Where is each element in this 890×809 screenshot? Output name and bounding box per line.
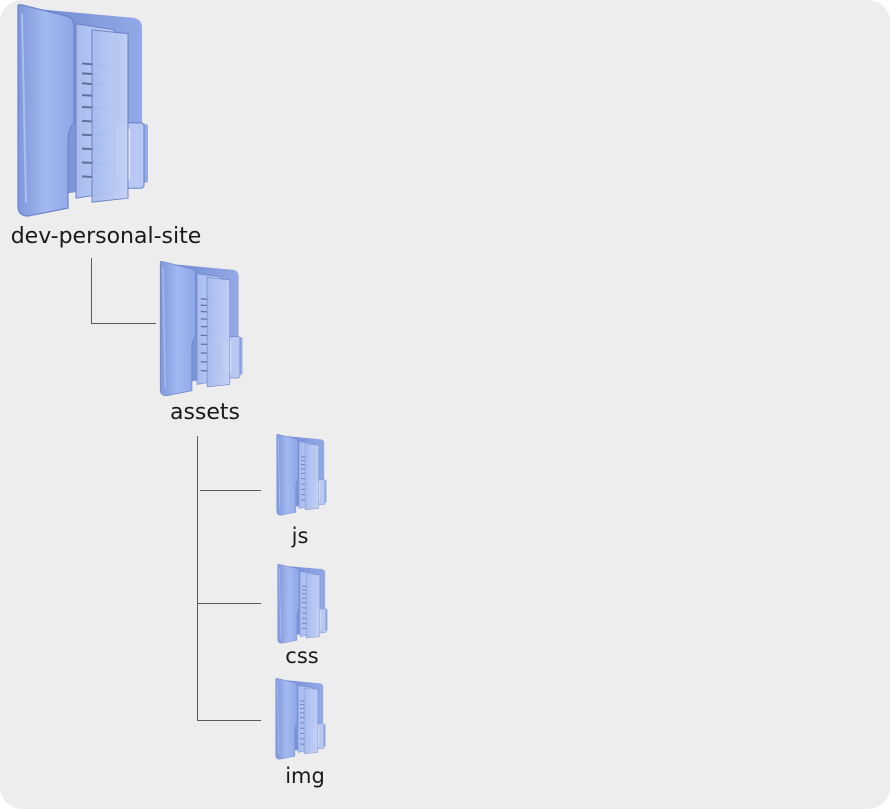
img-folder-icon[interactable]	[275, 677, 327, 760]
css-folder-label[interactable]: css	[285, 644, 319, 668]
root-folder-icon[interactable]	[16, 3, 152, 218]
root-folder-label[interactable]: dev-personal-site	[10, 224, 202, 249]
connector-css-horizontal	[197, 603, 261, 604]
connector-root-horizontal	[91, 323, 156, 324]
connector-js-horizontal	[200, 490, 261, 491]
js-folder-label[interactable]: js	[291, 524, 309, 548]
connector-assets-vertical	[197, 436, 198, 721]
connector-img-horizontal	[197, 720, 261, 721]
css-folder-icon[interactable]	[277, 563, 329, 644]
assets-folder-label[interactable]: assets	[169, 400, 241, 425]
img-folder-label[interactable]: img	[285, 764, 325, 788]
connector-root-vertical	[91, 258, 92, 324]
assets-folder-icon[interactable]	[159, 260, 245, 397]
js-folder-icon[interactable]	[276, 433, 328, 516]
